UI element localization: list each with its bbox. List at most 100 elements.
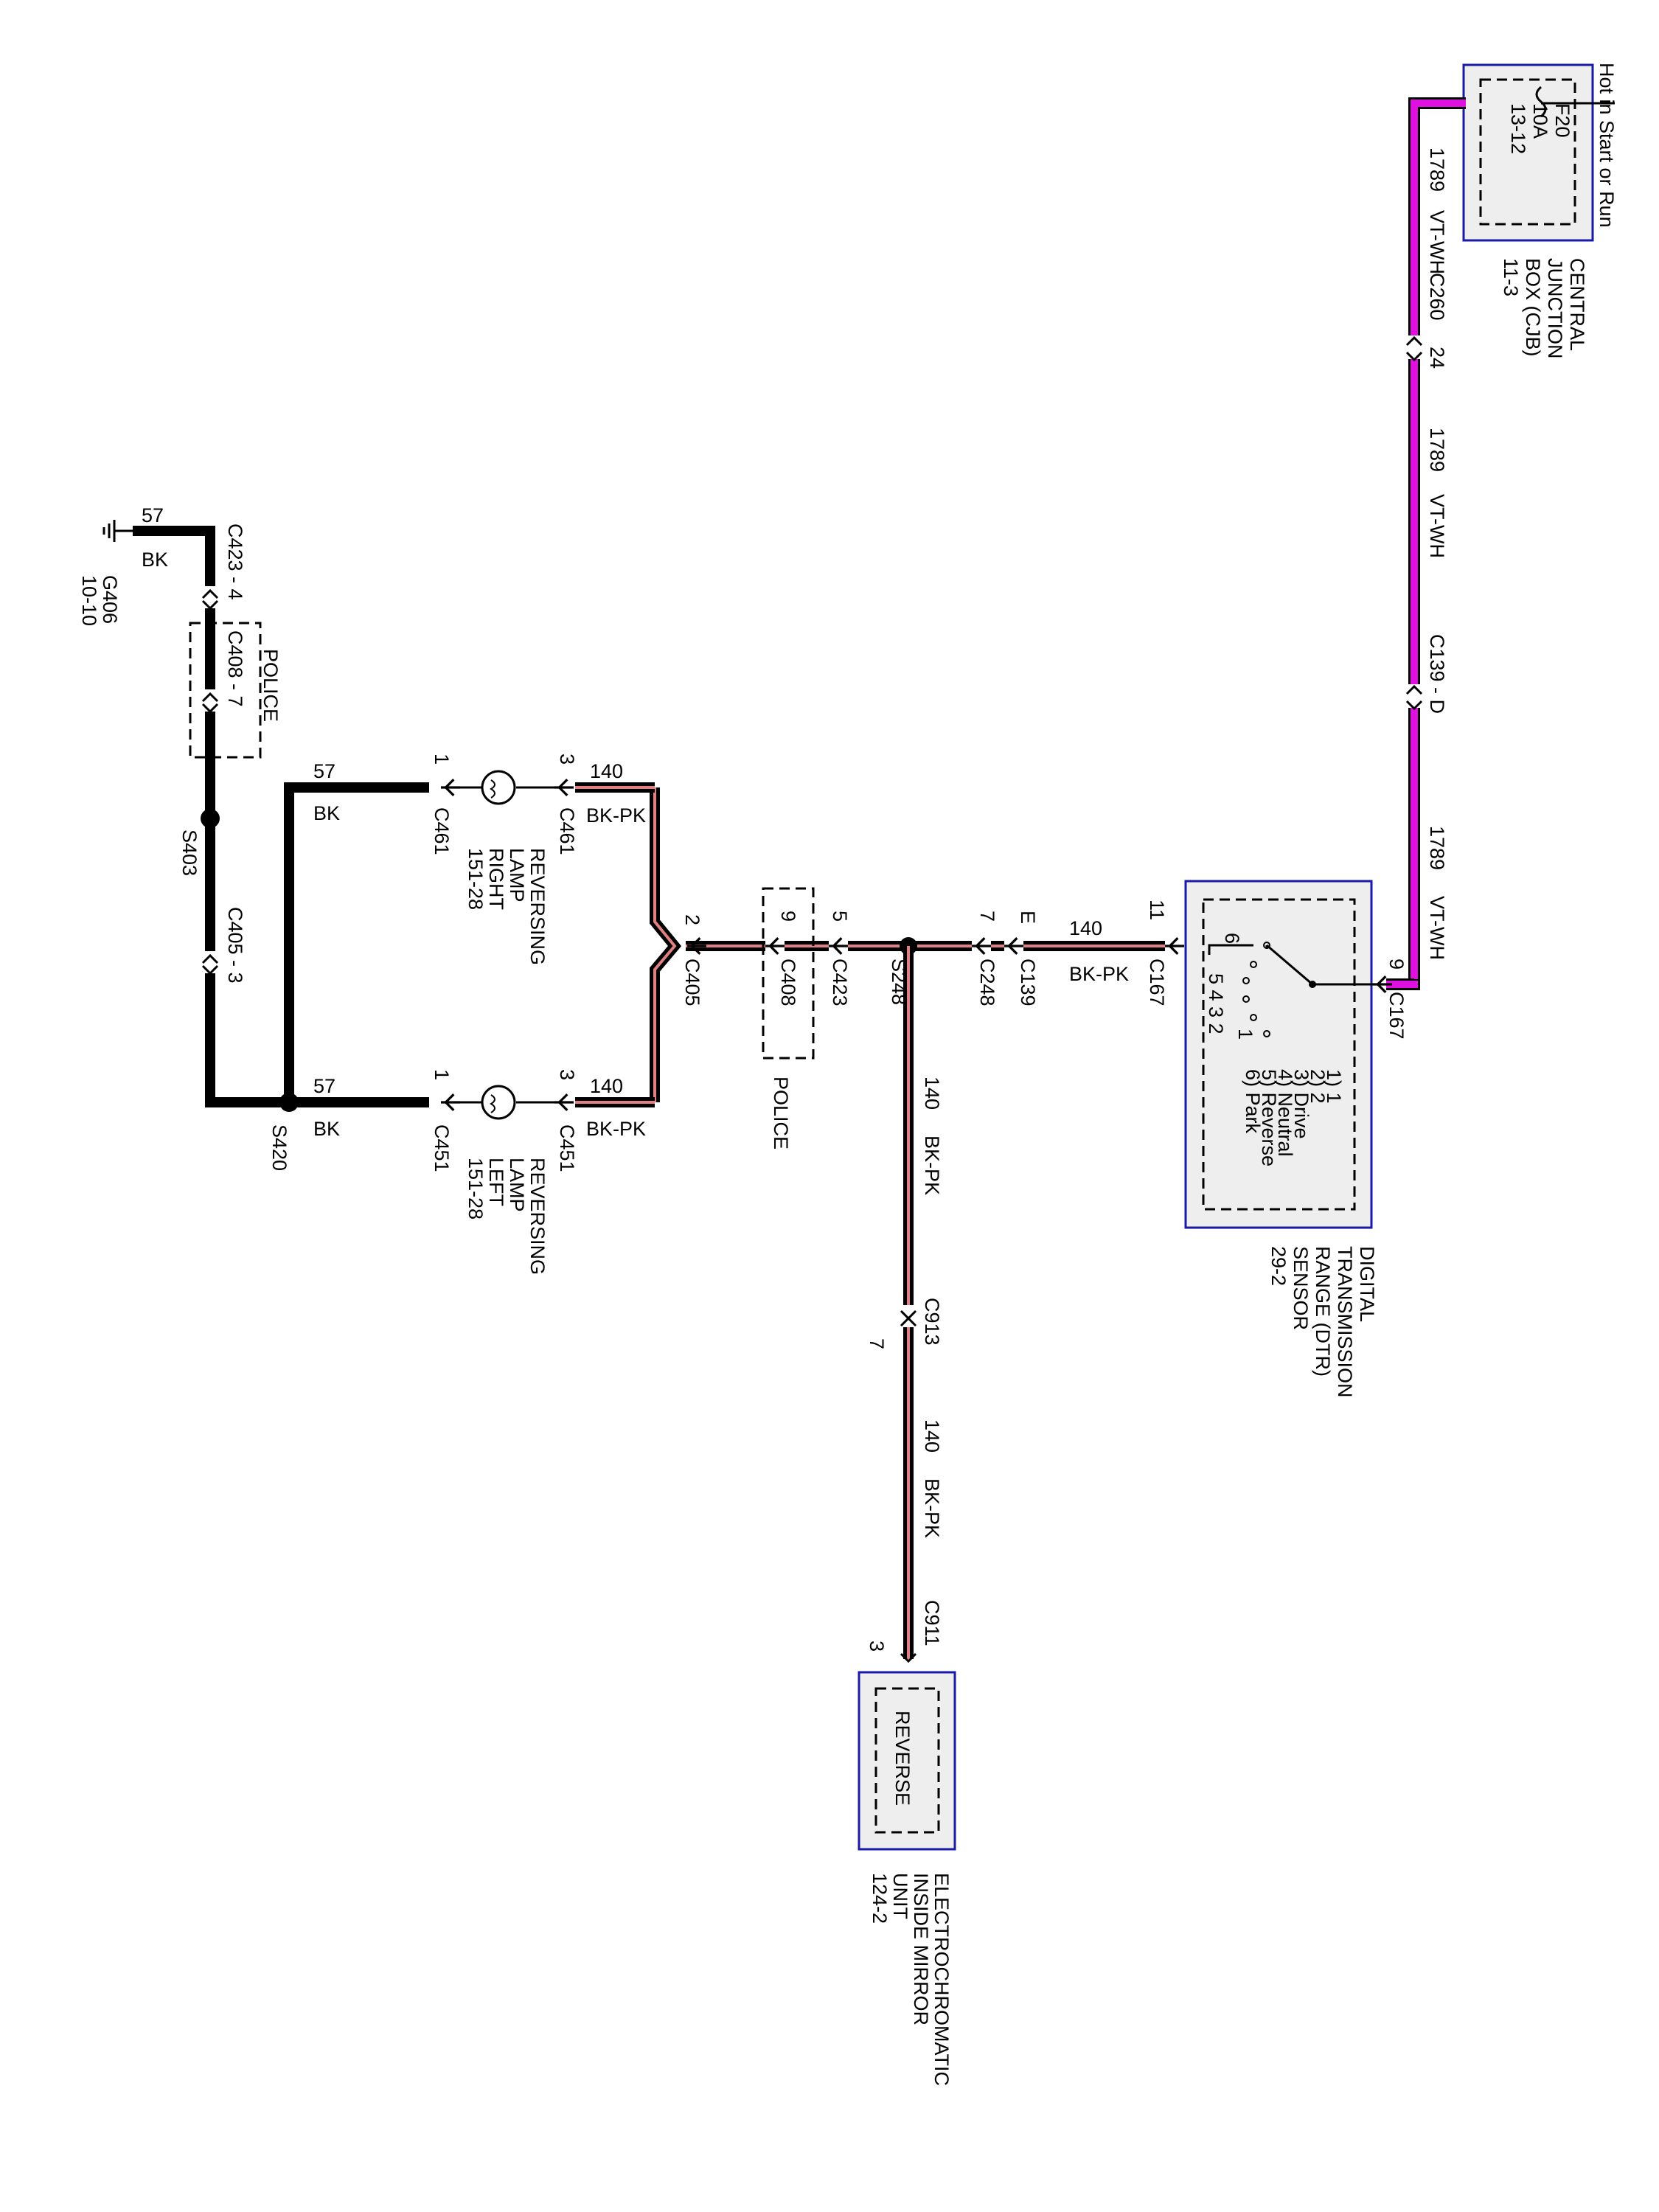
c139d-label: C139 - D [1426,634,1448,714]
g406-label: G406 [99,575,121,624]
fuse-id: F20 [1551,103,1573,138]
mirror-name-2: INSIDE MIRROR [910,1873,932,2025]
c911-pin: 3 [866,1641,888,1652]
dtr-position-5: 5) Reverse [1258,1069,1280,1166]
c405-connector-icon [687,936,706,956]
wire-140-label-left: 140 [590,1075,623,1097]
wire-bkpk-label-m2: BK-PK [921,1478,943,1538]
c405-label: C405 [681,959,703,1006]
police-ground-label: POLICE [260,649,282,722]
c451-out-connector-icon [441,1093,460,1112]
c913-gap [896,1305,921,1327]
wire-bkpk-label-a: BK-PK [1069,963,1129,985]
c423-4-label: C423 - 4 [224,524,246,600]
c248-label: C248 [976,959,998,1006]
fuse-rating: 10A [1529,103,1551,139]
wire-57-label-left: 57 [313,1075,335,1097]
wire-140-label-a: 140 [1069,917,1102,939]
c461-pin-b: 1 [431,754,453,765]
c408-pin: 9 [777,911,799,922]
c167-label-in: C167 [1385,992,1408,1040]
dtr-position-list: 1) 1 2) 2 3) Drive 4) Neutral 5) Reverse… [1242,1069,1345,1166]
dtr-name-1: DIGITAL [1356,1246,1378,1322]
wire-1789-vtwh [1386,97,1466,990]
wire-vtwh-label-c: VT-WH [1426,896,1448,960]
dtr-name-3: RANGE (DTR) [1312,1246,1334,1377]
wire-bkpk-label-right: BK-PK [586,804,646,827]
c461-label-b: C461 [431,807,453,855]
cjb-page: 11-3 [1500,258,1522,296]
wire-140-label-right: 140 [590,760,623,782]
s403-splice-icon [201,809,220,828]
dtr-contact-1-icon [1263,1030,1270,1037]
mirror-name-3: UNIT [889,1873,911,1919]
c139-label: C139 [1017,959,1039,1006]
lamp-left-bulb-icon [481,1085,516,1120]
mirror-page: 124-2 [869,1873,891,1924]
power-label: Hot in Start or Run [1596,63,1618,228]
dtr-position-6: 6) Park [1242,1069,1264,1134]
c260-pin: 24 [1426,347,1448,369]
police-label: POLICE [770,1077,792,1150]
mirror-reverse-label: REVERSE [891,1711,914,1806]
c408-7-label: C408 - 7 [224,630,246,707]
cjb-name-3: BOX (CJB) [1522,258,1544,357]
c405-pin: 2 [681,914,703,925]
c423-pin: 5 [829,911,851,922]
lamp-right-bulb-icon [481,770,516,805]
cjb-name-2: JUNCTION [1544,258,1566,359]
c451-pin-b: 1 [431,1069,453,1080]
lamp-right-name-3: RIGHT [485,848,507,910]
lamp-right-name-1: REVERSING [526,848,549,965]
wire-bk-label-left: BK [313,1118,340,1140]
c461-pin-a: 3 [556,754,578,765]
wire-1789-label-b: 1789 [1426,428,1448,472]
c139-pin: E [1017,911,1039,924]
dtr-switch-pivot [1309,981,1316,988]
c451-in-connector-icon [554,1093,574,1112]
dtr-contacts-row: 5 4 3 2 [1205,973,1227,1034]
s403-label: S403 [178,830,201,876]
wire-bk-label-ground: BK [142,549,168,571]
c461-label-a: C461 [556,807,578,855]
wire-140-bkpk-to-lamps [575,782,682,1107]
lamp-right-page: 151-28 [465,848,487,910]
inside-mirror-module [858,1671,956,1851]
dtr-contact-1: 1 [1234,1029,1256,1040]
wire-bkpk-label-m1: BK-PK [921,1135,943,1195]
s420-splice-icon [279,1093,299,1112]
wire-57-label-right: 57 [313,760,335,782]
fuse-ref: 13-12 [1507,103,1529,154]
dtr-sensor-module [1184,880,1373,1229]
wire-bkpk-label-left: BK-PK [586,1118,646,1140]
c260-label: C260 [1426,273,1448,321]
dtr-position-3: 3) Drive [1290,1069,1312,1139]
dtr-contact-4-icon [1242,977,1250,984]
c139d-gap [1401,684,1427,708]
wire-140-label-m2: 140 [921,1419,943,1453]
c260-gap [1401,335,1427,359]
dtr-position-1: 1) 1 [1323,1069,1345,1104]
lamp-left-name-1: REVERSING [526,1158,549,1275]
wire-1789-label-a: 1789 [1426,147,1448,192]
c913-pin: 7 [866,1338,888,1349]
dtr-contact-6: 6 [1221,933,1243,944]
c167-out-connector-icon [1165,936,1184,956]
c405-3-label: C405 - 3 [224,907,246,984]
fuse-icon [1535,86,1547,118]
dtr-position-2: 2) 2 [1307,1069,1329,1104]
wire-vtwh-label-b: VT-WH [1426,494,1448,558]
mirror-name-1: ELECTROCHROMATIC [931,1873,953,2086]
dtr-page: 29-2 [1267,1246,1290,1286]
dtr-contact-3-icon [1242,995,1250,1003]
dtr-out-line [1208,944,1253,955]
c408-label: C408 [777,959,799,1006]
c913-label: C913 [921,1298,943,1346]
dtr-contact-2-icon [1250,1014,1257,1021]
c461-in-connector-icon [554,778,574,797]
c423-label: C423 [829,959,851,1006]
dtr-name-4: SENSOR [1290,1246,1312,1330]
dtr-contact-5-icon [1250,961,1257,968]
dtr-name-2: TRANSMISSION [1334,1246,1356,1398]
